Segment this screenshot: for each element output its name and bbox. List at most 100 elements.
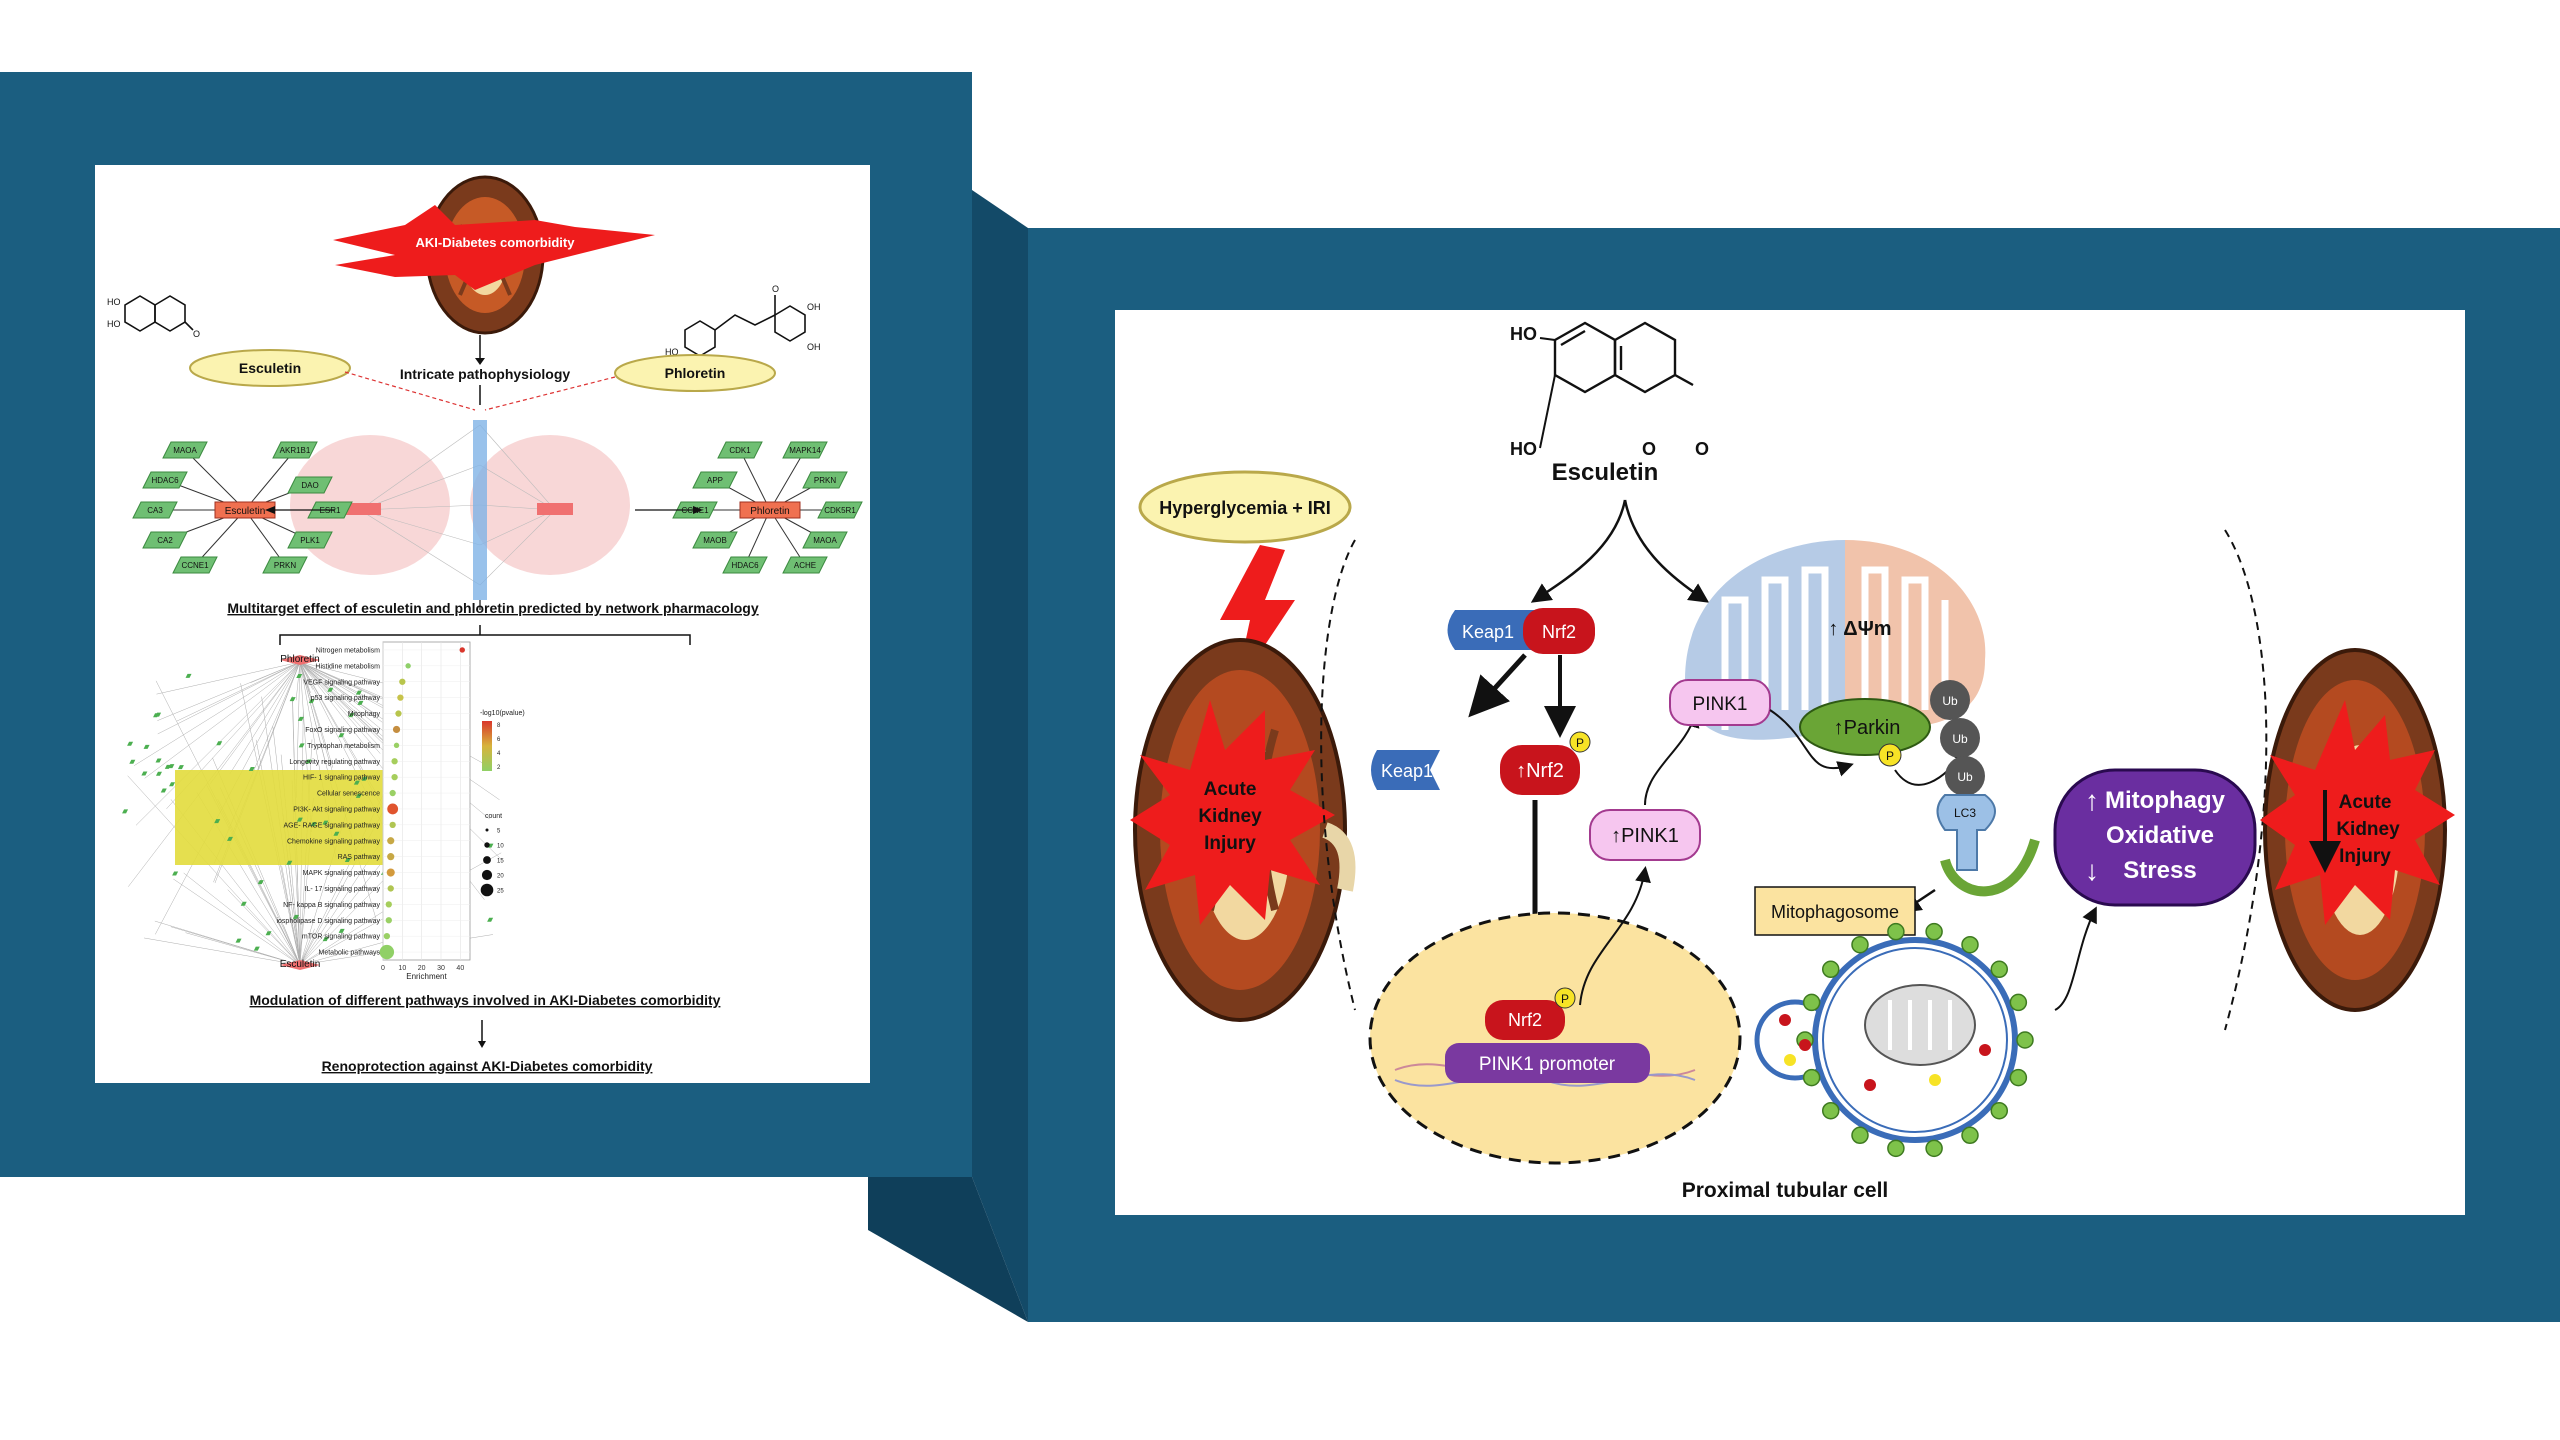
stimulus-pill — [1138, 470, 1352, 544]
target-label: APP — [707, 476, 723, 485]
esculetin-hub-label: Esculetin — [225, 506, 266, 517]
target-label: CA3 — [147, 506, 163, 515]
chart-category-label: IL- 17 signaling pathway — [305, 886, 381, 893]
target-label: MAOA — [173, 446, 197, 455]
chart-category-label: Cellular senescence — [317, 791, 380, 798]
network-node — [129, 759, 136, 764]
legend-size-tick: 15 — [497, 859, 504, 865]
burst-shape — [333, 205, 655, 290]
target-node — [287, 531, 333, 549]
network-node — [353, 780, 360, 785]
network-node — [160, 788, 167, 793]
network-node — [253, 946, 260, 951]
net-top-label: Phloretin — [280, 654, 319, 665]
esculetin-pill-label: Esculetin — [239, 360, 301, 376]
network-node — [127, 741, 134, 746]
chart-xtick: 20 — [418, 965, 426, 972]
nrf2-up-chip — [1500, 745, 1580, 795]
aki-burst-right — [2260, 700, 2455, 925]
target-node — [782, 441, 828, 459]
chart-xtick: 30 — [437, 965, 445, 972]
chart-point — [397, 694, 404, 701]
legend-size-tick: 5 — [497, 829, 501, 835]
ub-1: Ub — [1942, 694, 1958, 708]
target-label: PRKN — [814, 476, 836, 485]
esculetin-o-keto: O — [1695, 439, 1709, 459]
legend-size-dot — [485, 828, 489, 832]
ub-3: Ub — [1957, 770, 1973, 784]
membrane-bead — [1925, 922, 1943, 941]
nucleus-nrf2-chip — [1485, 1000, 1565, 1040]
chart-point — [387, 803, 399, 815]
chart-point — [379, 944, 395, 960]
network-node — [296, 817, 303, 822]
chart-category-label: AGE- RAGE signaling pathway — [284, 822, 381, 829]
pink1-up-label: ↑PINK1 — [1611, 825, 1679, 847]
membrane-bead — [2009, 993, 2028, 1012]
chart-category-label: RAS pathway — [338, 854, 381, 861]
left-graphic: AKI-Diabetes comorbidity HO HO O HO O OH… — [107, 175, 863, 1074]
legend-color-title: -log10(pvalue) — [480, 710, 525, 717]
parkin-label: ↑Parkin — [1834, 717, 1901, 739]
target-label: ACHE — [794, 561, 816, 570]
target-node — [142, 531, 188, 549]
target-label: MAOB — [703, 536, 727, 545]
esculetin-ho2: HO — [107, 319, 121, 329]
network-node — [185, 673, 192, 678]
outcome-line2: Oxidative — [2106, 822, 2214, 849]
network-node — [240, 901, 247, 906]
network-node — [177, 765, 184, 770]
outcome-down-arrow: ↓ — [2085, 855, 2099, 886]
membrane-bead — [1887, 1139, 1905, 1158]
network-node — [235, 938, 242, 943]
chart-xtick: 0 — [381, 965, 385, 972]
heading-network: Multitarget effect of esculetin and phlo… — [227, 600, 759, 616]
network-node — [169, 782, 176, 787]
parkin-chip — [1799, 698, 1931, 756]
chart-category-label: mTOR signaling pathway — [302, 934, 381, 941]
legend-color-bar — [482, 721, 492, 771]
network-node — [227, 836, 234, 841]
network-node — [122, 809, 129, 814]
chart-point — [392, 725, 401, 734]
chart-point — [393, 742, 400, 749]
chart-point — [383, 933, 391, 940]
keap1-nrf2-complex — [1447, 608, 1595, 654]
nucleus-nrf2-p: P — [1561, 992, 1569, 1006]
network-node — [327, 687, 334, 692]
network-node — [265, 931, 272, 936]
chart-point — [389, 789, 396, 797]
chart-xtick: 10 — [398, 965, 406, 972]
network-node — [296, 674, 303, 679]
network-node — [357, 700, 364, 705]
target-label: PRKN — [274, 561, 296, 570]
network-node — [310, 822, 317, 827]
chart-category-label: Chemokine signaling pathway — [287, 838, 380, 845]
network-node — [361, 776, 368, 781]
target-node — [262, 556, 308, 574]
network-node — [308, 699, 315, 704]
keap1-free-label: Keap1 — [1381, 761, 1433, 781]
chart-category-label: Histidine metabolism — [315, 663, 380, 670]
heading-renoprotection: Renoprotection against AKI-Diabetes como… — [322, 1058, 653, 1074]
target-label: MAPK14 — [789, 446, 821, 455]
membrane-bead — [2009, 1068, 2028, 1087]
target-node — [722, 556, 768, 574]
chart-point — [391, 758, 398, 765]
phloretin-ho: HO — [665, 347, 679, 357]
chart-point — [459, 647, 465, 653]
promoter-chip — [1445, 1043, 1650, 1083]
network-node — [216, 741, 223, 746]
network-node — [286, 860, 293, 865]
membrane-bead — [1802, 1068, 1821, 1087]
mitophagosome-label: Mitophagosome — [1771, 902, 1899, 922]
target-node — [162, 441, 208, 459]
chart-category-label: Tryptophan metabolism — [307, 743, 380, 750]
aki-left-3: Injury — [1204, 833, 1256, 854]
left-panel: AKI-Diabetes comorbidity HO HO O HO O OH… — [95, 165, 870, 1083]
target-node — [817, 501, 863, 519]
esculetin-ho-b: HO — [1510, 439, 1537, 459]
target-node — [802, 531, 848, 549]
